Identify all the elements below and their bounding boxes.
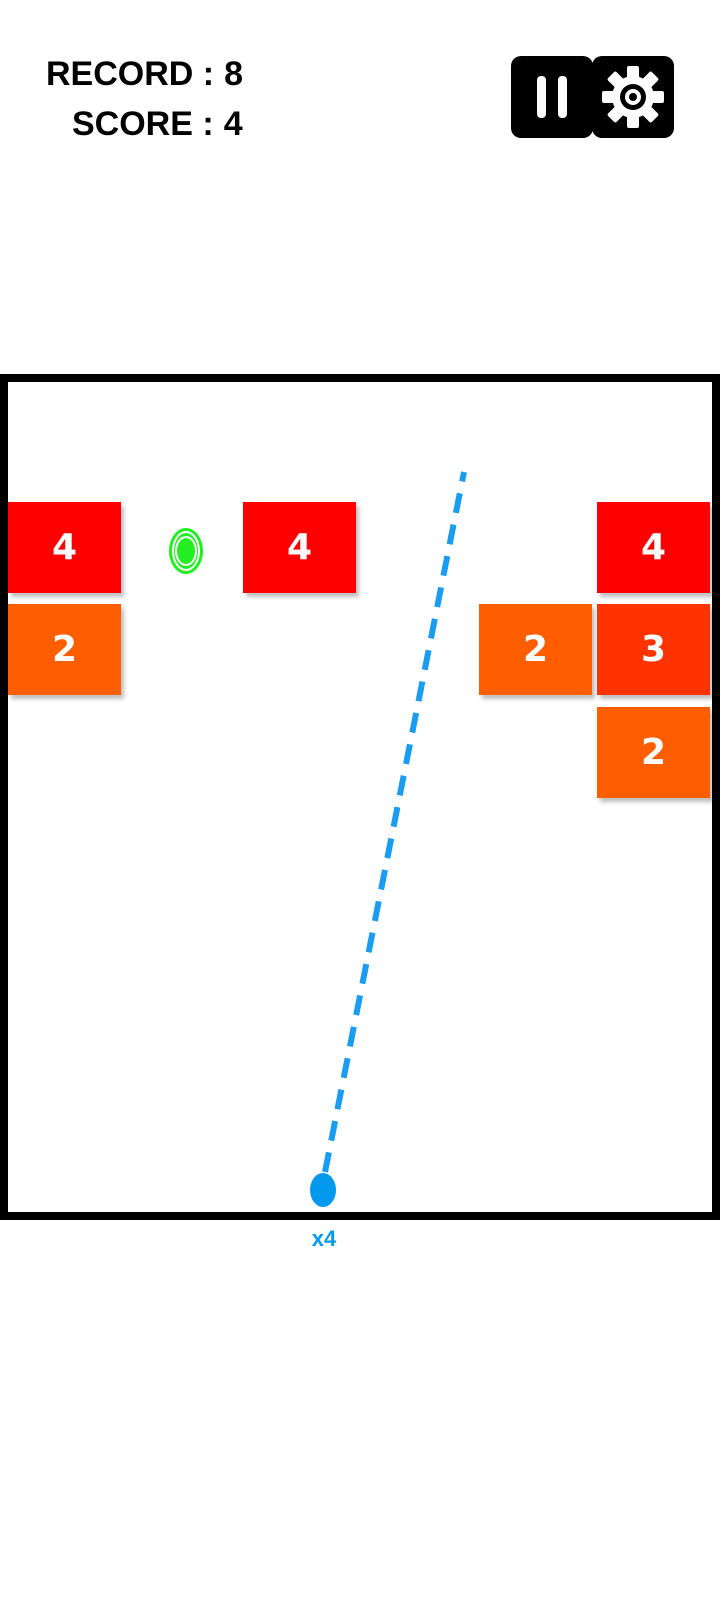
brick-value: 4 — [286, 527, 313, 568]
settings-button[interactable] — [592, 56, 674, 138]
record-value: 8 — [224, 55, 244, 93]
score-display: SCORE : 4 — [72, 105, 243, 144]
brick: 4 — [8, 502, 121, 593]
hud: RECORD : 8 SCORE : 4 — [0, 0, 720, 200]
ball-count-label: x4 — [311, 1226, 337, 1251]
record-display: RECORD : 8 — [46, 55, 243, 94]
score-value: 4 — [223, 105, 243, 143]
score-label: SCORE : — [72, 105, 214, 143]
pause-button[interactable] — [511, 56, 593, 138]
launcher-ball[interactable] — [310, 1173, 336, 1207]
brick-value: 2 — [51, 629, 78, 670]
brick: 2 — [597, 707, 710, 798]
brick: 2 — [8, 604, 121, 695]
brick-value: 4 — [51, 527, 78, 568]
brick: 2 — [479, 604, 592, 695]
gear-icon — [602, 66, 664, 128]
brick: 4 — [243, 502, 356, 593]
bonus-ball — [169, 528, 203, 574]
brick: 3 — [597, 604, 710, 695]
brick-value: 3 — [640, 629, 667, 670]
record-label: RECORD : — [46, 55, 215, 93]
brick-value: 2 — [640, 732, 667, 773]
pause-icon — [531, 76, 573, 118]
brick: 4 — [597, 502, 710, 593]
ball-count: x4 — [304, 1226, 344, 1252]
brick-value: 4 — [640, 527, 667, 568]
brick-value: 2 — [522, 629, 549, 670]
